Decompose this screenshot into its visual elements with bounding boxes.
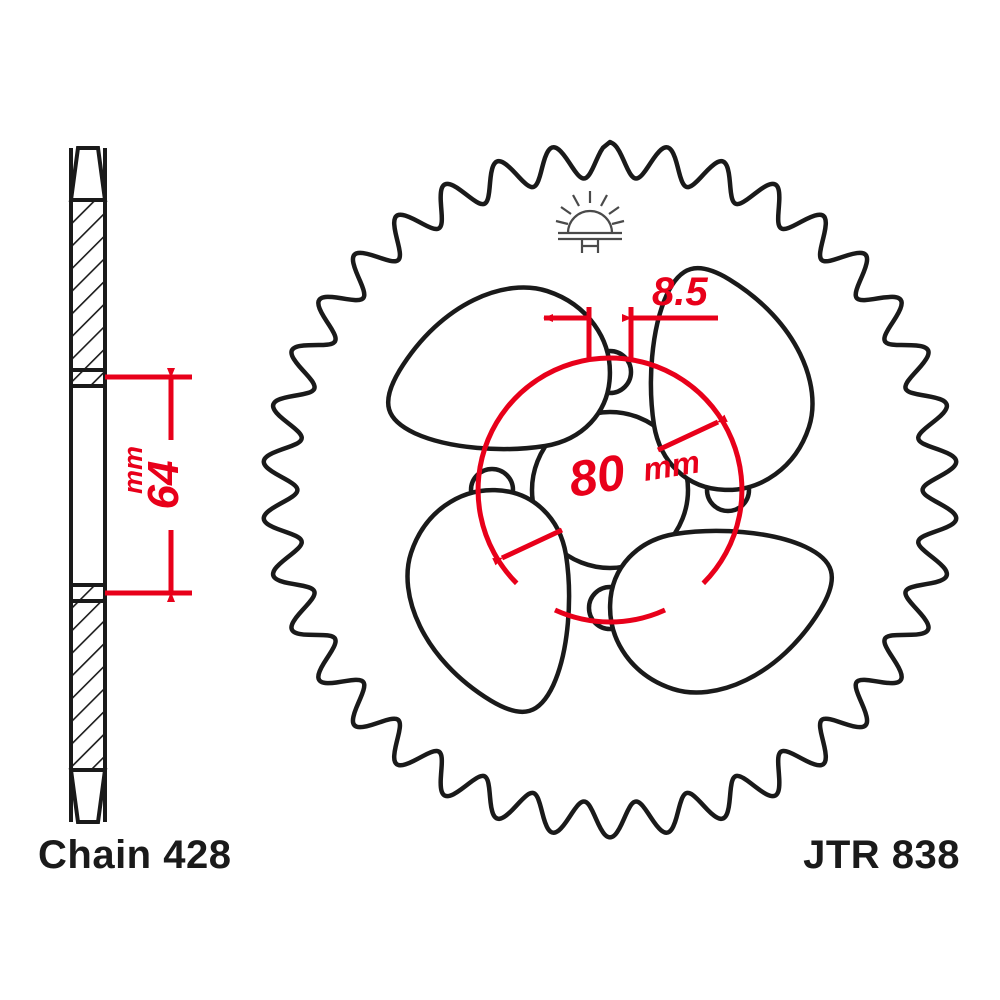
dimension-80mm-leader-left (492, 527, 564, 566)
dimension-80mm-leader-right (656, 414, 728, 453)
side-hatch-upper (69, 198, 107, 372)
surface-finish-symbol (555, 191, 625, 253)
dimension-80mm: 80 mm (475, 355, 745, 625)
dimension-80mm-unit: mm (640, 443, 702, 487)
dimension-8-5: 8.5 (543, 270, 718, 360)
chain-label: Chain 428 (38, 833, 232, 877)
dimension-8-5-number: 8.5 (652, 270, 708, 314)
side-tooth-bottom (68, 768, 108, 824)
sprocket-front-view (261, 139, 959, 840)
spoke-cutout (607, 528, 835, 695)
side-tooth-top (68, 146, 108, 202)
side-boss-upper (69, 368, 107, 388)
dimension-64mm: 64 mm (105, 368, 192, 602)
side-boss-lower (69, 583, 107, 603)
part-number-label: JTR 838 (803, 833, 960, 877)
dimension-80mm-number: 80 (565, 444, 629, 508)
pcd-arc-right (609, 355, 745, 586)
dimension-64mm-unit: mm (118, 446, 148, 494)
pcd-arc-left (475, 355, 611, 586)
dimension-64mm-number: 64 (139, 461, 188, 510)
spoke-cutout (385, 285, 613, 452)
side-profile-view (68, 146, 108, 824)
side-hatch-lower (69, 599, 107, 772)
pcd-arc-bottom (553, 607, 667, 625)
center-bore (529, 409, 691, 571)
